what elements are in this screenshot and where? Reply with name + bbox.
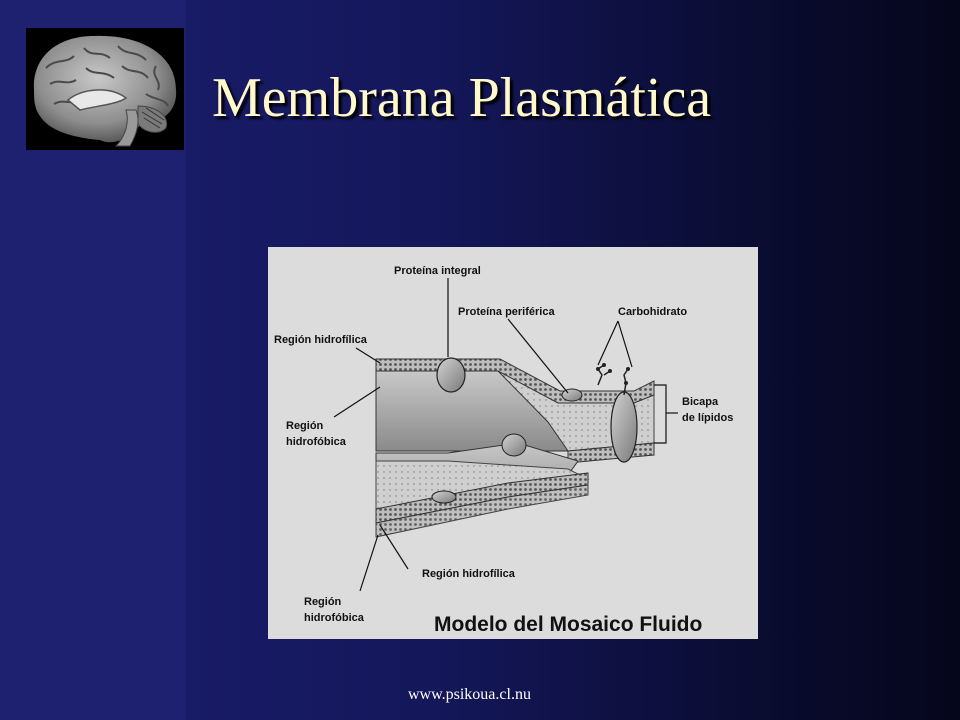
- label-hydrophilic-region-top: Región hidrofílica: [274, 334, 368, 346]
- label-hydrophobic-region-bottom-line2: hidrofóbica: [304, 612, 365, 624]
- label-hydrophobic-region-left-line1: Región: [286, 420, 324, 432]
- label-bilayer-line2: de lípidos: [682, 412, 733, 424]
- footer-url: www.psikoua.cl.nu: [408, 686, 531, 703]
- brain-icon: [33, 35, 177, 147]
- label-hydrophobic-region-bottom-line1: Región: [304, 596, 342, 608]
- slide-title: Membrana Plasmática: [212, 67, 712, 129]
- label-peripheral-protein: Proteína periférica: [458, 306, 555, 318]
- label-carbohydrate: Carbohidrato: [618, 306, 687, 318]
- figure-caption: Modelo del Mosaico Fluido: [434, 613, 702, 636]
- label-hydrophilic-region-bottom: Región hidrofílica: [422, 568, 516, 580]
- label-bilayer-line1: Bicapa: [682, 396, 719, 408]
- label-integral-protein: Proteína integral: [394, 265, 481, 277]
- membrane-diagram: Proteína integral Proteína periférica Ca…: [268, 247, 758, 639]
- label-hydrophobic-region-left-line2: hidrofóbica: [286, 436, 347, 448]
- brain-logo: [26, 28, 184, 150]
